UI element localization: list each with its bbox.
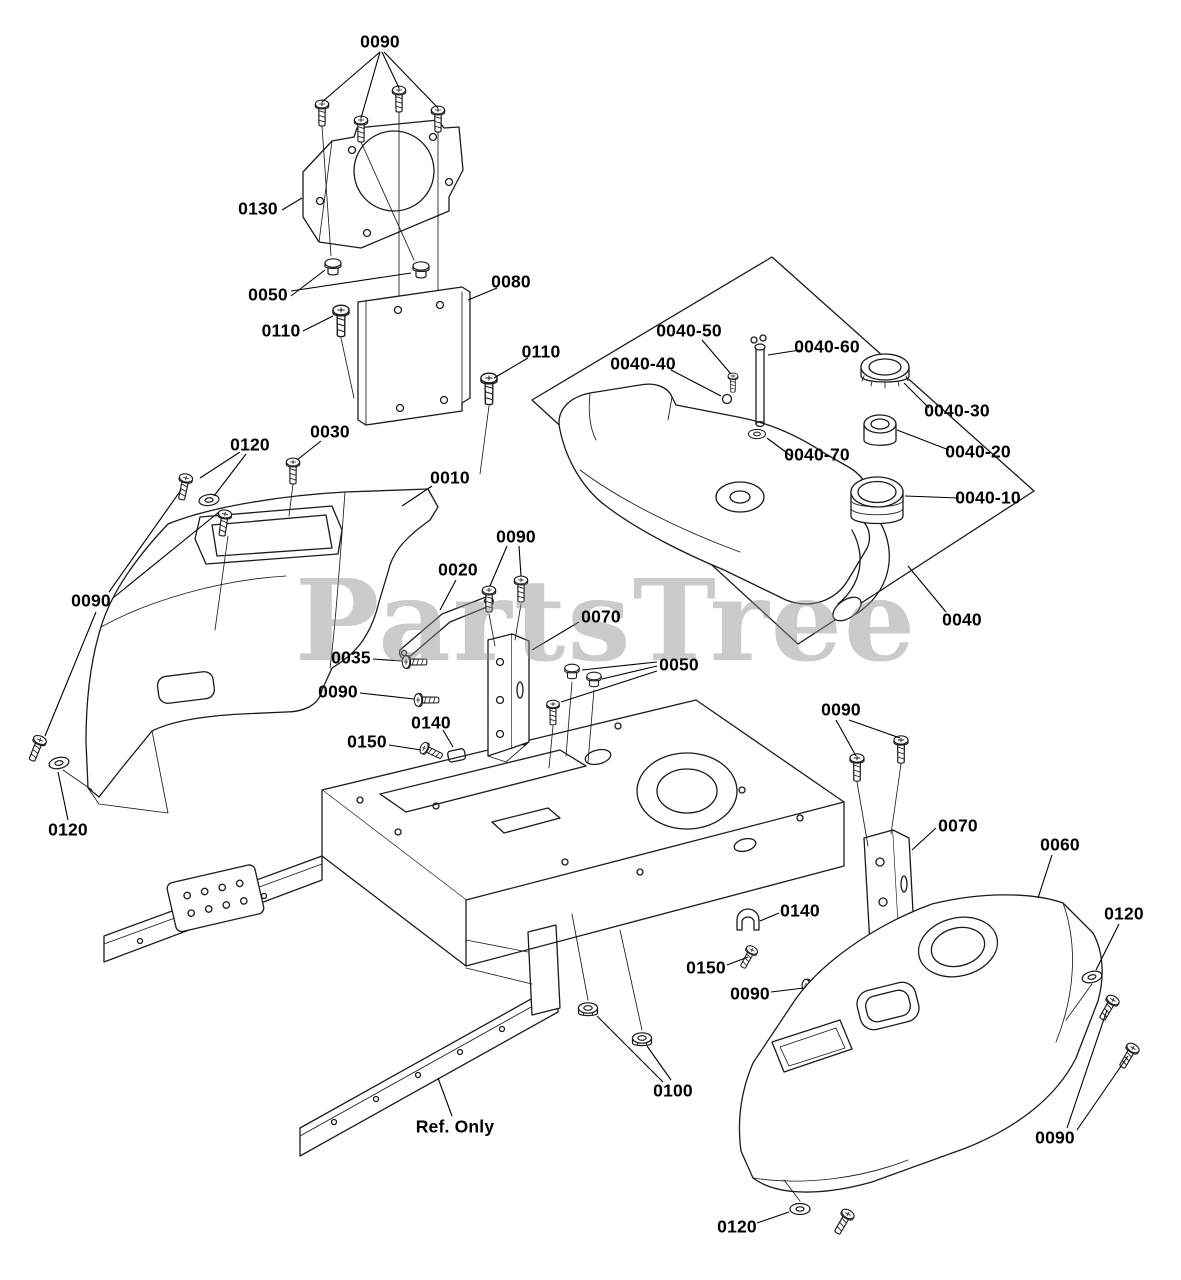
callout-0010: 0010 (430, 467, 470, 488)
callout-0070-b: 0070 (938, 815, 978, 836)
frame-latch-plate (166, 864, 265, 933)
ref-only-note: Ref. Only (415, 1116, 495, 1137)
callout-0040-30: 0040-30 (924, 400, 990, 421)
grommet-0050 (412, 261, 430, 279)
filler-neck-0040-10 (850, 476, 904, 525)
mount-plate-0080 (357, 286, 471, 426)
frame-assembly (103, 699, 845, 1157)
tank-outlet-elbow (837, 521, 890, 615)
callout-0090-d: 0090 (318, 681, 358, 702)
screw-0030 (285, 457, 301, 485)
screw-0150 (736, 943, 760, 971)
callout-0140-a: 0140 (411, 712, 451, 733)
callout-0100: 0100 (653, 1080, 693, 1101)
screw-0150 (417, 740, 445, 763)
callout-0040-50: 0040-50 (656, 320, 722, 341)
nut-0100 (577, 1002, 599, 1017)
callout-0050-b: 0050 (659, 654, 699, 675)
washer-0040-70 (747, 428, 767, 440)
fuel-cap-0040-30 (860, 353, 910, 389)
callout-0120-c: 0120 (1104, 903, 1144, 924)
screw-0110 (332, 304, 350, 338)
screw-0090 (849, 753, 865, 782)
callout-0150-a: 0150 (347, 731, 387, 752)
washer-0120 (789, 1202, 811, 1216)
washer-0120 (47, 754, 71, 772)
support-bracket-0070-center (487, 633, 530, 763)
callout-0030: 0030 (310, 421, 350, 442)
screw-0090 (25, 733, 49, 764)
fender-console-left-0010 (85, 488, 439, 814)
clip-0140 (447, 748, 467, 763)
nut-0100 (631, 1032, 653, 1047)
screw-0050-group (546, 699, 560, 726)
callout-0060: 0060 (1040, 834, 1080, 855)
callout-0090-a: 0090 (360, 31, 400, 52)
callout-0120-d: 0120 (717, 1216, 757, 1237)
fasteners-center (401, 575, 602, 769)
screw-0090 (1095, 992, 1122, 1023)
callout-0040-20: 0040-20 (945, 441, 1011, 462)
callout-0120-b: 0120 (48, 819, 88, 840)
screw-0090 (1115, 1040, 1142, 1071)
callout-0080: 0080 (491, 271, 531, 292)
screw-0090 (391, 85, 407, 113)
callout-0050-a: 0050 (248, 284, 288, 305)
clamp-0140 (736, 908, 760, 931)
support-bracket-0130 (302, 119, 464, 249)
callout-0090-f: 0090 (730, 983, 770, 1004)
grommet-0050 (324, 258, 342, 276)
watermark: PartsTree (295, 556, 918, 687)
bushing-0040-20 (863, 414, 897, 446)
washer-0120 (197, 492, 221, 508)
screw-0090 (314, 99, 330, 127)
screw-0090 (893, 735, 909, 764)
callout-0140-b: 0140 (780, 900, 820, 921)
callout-0040-70: 0040-70 (784, 444, 850, 465)
screw-0040-50 (727, 372, 739, 393)
callout-leader-lines (44, 51, 1129, 1224)
callout-0070-a: 0070 (581, 606, 621, 627)
fasteners-top-left (25, 457, 301, 791)
callout-0040: 0040 (942, 609, 982, 630)
callout-0110-a: 0110 (261, 320, 301, 341)
screw-0090 (830, 1206, 857, 1237)
fitting-0040-40 (721, 393, 733, 405)
screw-0090 (174, 472, 194, 502)
screw-0090 (413, 693, 440, 707)
callout-0090-g: 0090 (1035, 1127, 1075, 1148)
fender-console-right-0060 (738, 894, 1103, 1193)
fuel-tank-group-0040 (531, 256, 1035, 645)
callout-0150-b: 0150 (686, 957, 726, 978)
tank-group-boundary (531, 256, 1035, 645)
nuts-0100 (571, 913, 653, 1047)
callout-0090-c: 0090 (496, 526, 536, 547)
fasteners-bottom-right (783, 968, 1142, 1237)
standpipe-0040-60 (750, 334, 767, 428)
fasteners-top (314, 85, 498, 475)
callout-0040-10: 0040-10 (955, 487, 1021, 508)
callout-0040-40: 0040-40 (610, 353, 676, 374)
callout-0110-b: 0110 (521, 341, 561, 362)
callout-0020: 0020 (438, 559, 478, 580)
callout-0120-a: 0120 (230, 434, 270, 455)
callout-0035: 0035 (331, 647, 371, 668)
callout-0040-60: 0040-60 (794, 336, 860, 357)
callout-0090-b: 0090 (71, 590, 111, 611)
callout-0090-e: 0090 (821, 699, 861, 720)
callout-0130: 0130 (238, 198, 278, 219)
